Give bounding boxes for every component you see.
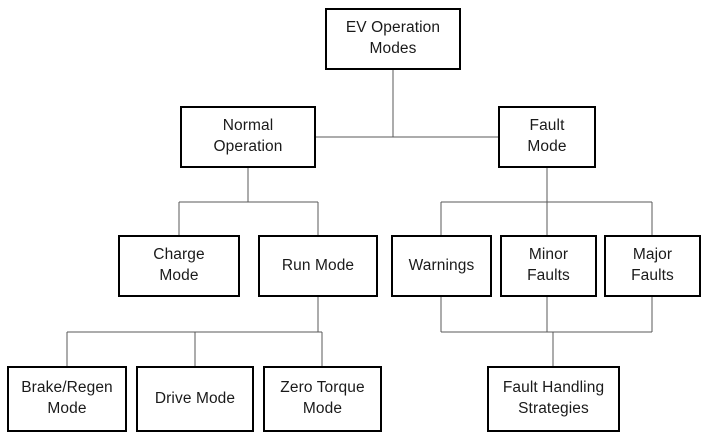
node-label-ev-operation-modes: EV Operation Modes: [345, 19, 441, 57]
node-minor-faults[interactable]: Minor Faults: [500, 235, 597, 297]
node-label-normal-operation: Normal Operation: [213, 117, 283, 155]
node-zero-torque-mode[interactable]: Zero Torque Mode: [263, 366, 382, 432]
node-fault-handling-strategies[interactable]: Fault Handling Strategies: [487, 366, 620, 432]
node-warnings[interactable]: Warnings: [391, 235, 492, 297]
node-label-fault-mode: Fault Mode: [527, 117, 567, 155]
node-charge-mode[interactable]: Charge Mode: [118, 235, 240, 297]
node-label-charge-mode: Charge Mode: [153, 246, 205, 284]
node-label-brake-regen-mode: Brake/Regen Mode: [21, 379, 113, 417]
node-label-warnings: Warnings: [408, 256, 475, 274]
node-ev-operation-modes[interactable]: EV Operation Modes: [325, 8, 461, 70]
node-fault-mode[interactable]: Fault Mode: [498, 106, 596, 168]
node-normal-operation[interactable]: Normal Operation: [180, 106, 316, 168]
node-label-fault-handling-strategies: Fault Handling Strategies: [502, 379, 605, 417]
node-major-faults[interactable]: Major Faults: [604, 235, 701, 297]
node-label-zero-torque-mode: Zero Torque Mode: [280, 379, 365, 417]
node-run-mode[interactable]: Run Mode: [258, 235, 378, 297]
node-label-drive-mode: Drive Mode: [154, 389, 236, 407]
node-label-major-faults: Major Faults: [631, 246, 674, 284]
node-drive-mode[interactable]: Drive Mode: [136, 366, 254, 432]
node-label-run-mode: Run Mode: [281, 256, 355, 274]
node-brake-regen-mode[interactable]: Brake/Regen Mode: [7, 366, 127, 432]
node-label-minor-faults: Minor Faults: [527, 246, 570, 284]
